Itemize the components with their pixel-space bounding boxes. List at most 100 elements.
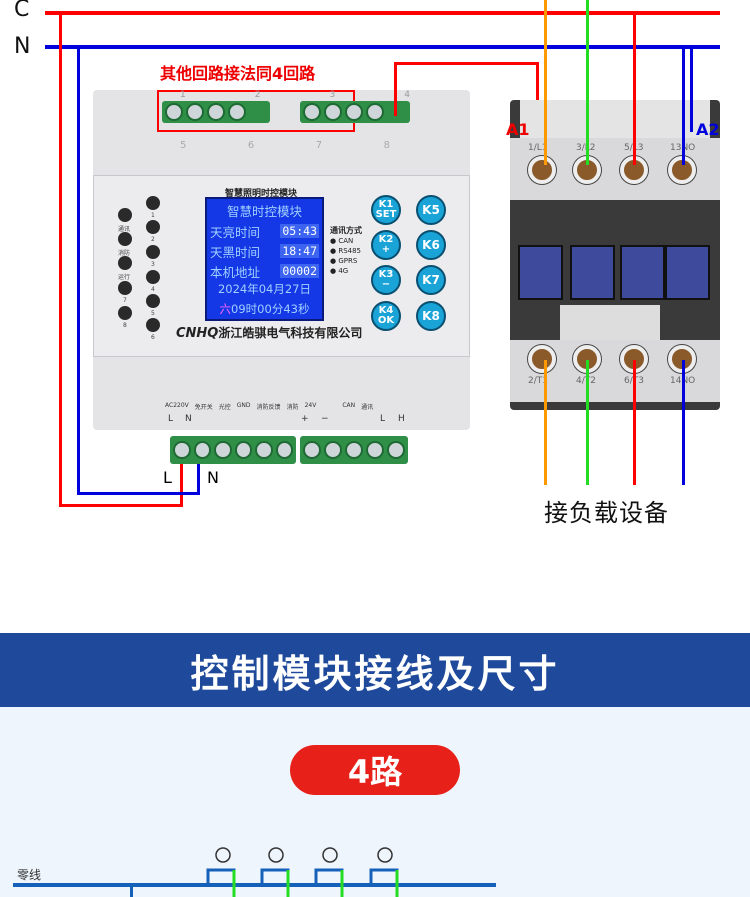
contactor-window [620,245,665,300]
pin-label: + [301,414,309,424]
neutral-label: 零线 [17,868,42,882]
screw-terminal [528,156,556,184]
led-ch6 [146,318,160,332]
phase-wire-green [586,0,589,165]
led-ch1-label: 1 [151,212,155,219]
bottom-terminal-labels: AC220V 免开关 光控 GND 消防反馈 消防 24V CAN 通讯 [165,402,410,411]
key-k3-minus[interactable]: K3− [371,265,401,295]
group-label: 免开关 [194,404,213,411]
group-label: GND [236,402,251,409]
lcd-weekday: 六 [219,302,232,316]
key-sublabel: + [381,244,391,255]
contactor-window [518,245,563,300]
channel4-wire-down [536,62,539,130]
key-k5[interactable]: K5 [416,195,446,225]
load-label: 接负载设备 [544,499,669,527]
channel4-wire [394,62,397,116]
comm-option: ● GPRS [330,257,358,265]
channel-numbers-top: 1 2 3 4 [180,90,410,100]
contactor-window [570,245,615,300]
key-sublabel: OK [377,315,395,326]
terminal-1: 1 [180,90,186,100]
contactor-label: 4/T2 [576,376,596,386]
lcd-time: 09时00分43秒 [231,302,310,316]
led-ch5-label: 5 [151,310,155,317]
lcd-row-label: 天亮时间 [210,224,261,240]
coil-a2-label: A2 [696,120,720,139]
terminal-7: 7 [315,140,323,151]
live-feed-wire-h [59,504,183,507]
channel-numbers-lower: 5 6 7 8 [180,140,390,151]
contactor-top-cover [520,100,710,145]
lamp-4 [369,847,399,897]
terminal-2: 2 [254,90,261,100]
pin-label: − [321,414,329,424]
led-ch6-label: 6 [151,334,155,341]
key-label: K3 [378,269,394,280]
group-label: 消防反馈 [256,404,281,411]
terminal-4: 4 [404,90,410,100]
live-feed-wire [59,13,62,507]
top-note: 其他回路接法同4回路 [160,64,316,83]
key-sublabel: − [381,279,391,290]
aux-wire-blue [682,47,685,165]
module-title: 智慧照明时控模块 [225,189,298,199]
lcd-row-value: 00002 [280,264,319,278]
lcd-row-label: 天黑时间 [210,244,261,260]
neutral-drop [130,885,133,897]
c-line-label: C [14,0,30,22]
lcd-row-value: 18:47 [280,244,319,258]
lamp-2 [260,847,290,897]
lamp-1 [206,847,236,897]
comm-panel: 通讯方式 ● CAN ● RS485 ● GPRS ● 4G [330,226,362,276]
group-label: 消防 [286,404,299,411]
comm-option-label: GPRS [338,257,358,265]
lcd-date: 2024年04月27日 [217,282,312,296]
group-label: CAN [342,402,356,409]
section-banner: 控制模块接线及尺寸 [0,633,750,707]
pin-label: H [398,414,405,424]
contactor-slider [560,305,660,340]
load-wire-green [586,360,589,485]
key-label: K6 [422,238,440,252]
diagram-area [0,707,750,897]
key-k8[interactable]: K8 [416,301,446,331]
led-ch4-label: 4 [151,286,155,293]
terminal-6: 6 [247,140,255,151]
led-comm [118,208,132,222]
c-line [45,11,720,15]
led-8 [118,306,132,320]
key-k6[interactable]: K6 [416,230,446,260]
led-ch3-label: 3 [151,261,155,268]
load-wire-red [633,360,636,485]
bottom-terminal-block-2 [300,436,408,464]
power-l-label: L [163,468,172,487]
company-name: 浙江皓骐电气科技有限公司 [218,326,363,340]
lcd-heading: 智慧时控模块 [226,204,302,219]
terminal-8: 8 [383,140,390,151]
led-ch2 [146,220,160,234]
ac-contactor: 1/L1 3/L2 5/L3 13NO 2/T1 4/T2 6/T3 14NO [510,100,720,410]
key-label: K4 [378,305,394,316]
screw-terminal [528,345,556,373]
led-run [118,256,132,270]
contactor-label: 2/T1 [528,376,548,386]
neutral-feed-wire-h [77,492,200,495]
comm-option-label: 4G [338,267,349,275]
load-wire-blue [682,360,685,485]
contactor-label: 3/L2 [576,143,596,153]
contactor-window [665,245,710,300]
comm-option: ● RS485 [330,247,362,255]
group-label: 24V [304,402,317,409]
led-ch4 [146,270,160,284]
lamp-3 [314,847,344,897]
key-k7[interactable]: K7 [416,265,446,295]
led-ch2-label: 2 [151,236,155,243]
key-sublabel: SET [375,209,397,220]
key-k2-plus[interactable]: K2+ [371,230,401,260]
phase-wire-orange [544,0,547,165]
